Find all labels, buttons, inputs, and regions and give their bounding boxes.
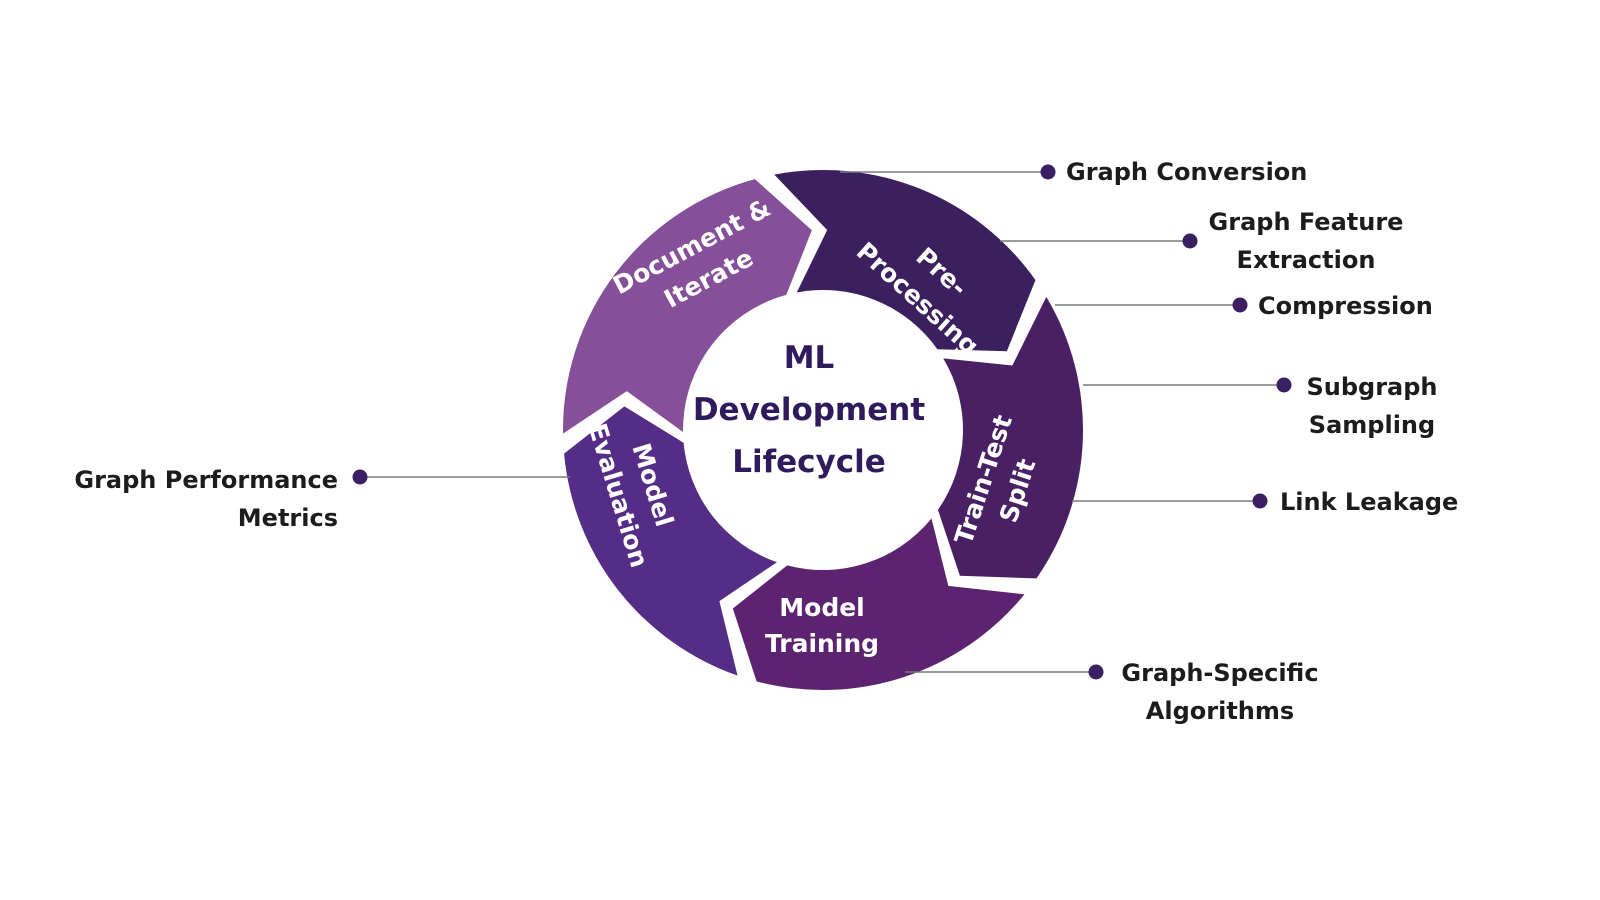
callout-label: Metrics	[238, 504, 338, 532]
callout-leaders	[352, 164, 1292, 680]
center-title-line: Lifecycle	[732, 444, 886, 480]
segment-model-evaluation	[564, 406, 777, 676]
callout-label: Graph Performance	[74, 466, 338, 494]
callout-label: Compression	[1258, 292, 1433, 320]
segment-train-test-split	[937, 296, 1083, 579]
center-title-line: Development	[693, 392, 925, 428]
callout-label: Link Leakage	[1280, 488, 1458, 516]
segment-model-training	[732, 518, 1025, 691]
callout-label: Graph Conversion	[1066, 158, 1307, 186]
callout-link-leakage: Link Leakage	[1280, 488, 1458, 516]
callout-label: Graph Feature	[1209, 208, 1404, 236]
callout-dot	[1252, 493, 1268, 509]
callout-label: Extraction	[1237, 246, 1376, 274]
lifecycle-ring: Pre-ProcessingTrain-TestSplitModelTraini…	[563, 170, 1083, 691]
callout-label: Sampling	[1309, 411, 1435, 439]
segment-label: Model	[779, 593, 864, 622]
callout-dot	[1232, 297, 1248, 313]
callout-label: Graph-Specific	[1121, 659, 1318, 687]
center-circle	[689, 296, 957, 564]
segment-label: Training	[765, 629, 879, 658]
callout-dot	[1276, 377, 1292, 393]
center-title-line: ML	[784, 340, 835, 376]
callout-dot	[1088, 664, 1104, 680]
segment-pre-processing	[774, 170, 1036, 352]
callout-graph-conversion: Graph Conversion	[1066, 158, 1307, 186]
callout-dot	[352, 469, 368, 485]
callout-dot	[1182, 233, 1198, 249]
callout-label: Algorithms	[1146, 697, 1294, 725]
callout-dot	[1040, 164, 1056, 180]
callout-compression: Compression	[1258, 292, 1433, 320]
segment-document-iterate	[563, 179, 812, 434]
callout-label: Subgraph	[1306, 373, 1437, 401]
